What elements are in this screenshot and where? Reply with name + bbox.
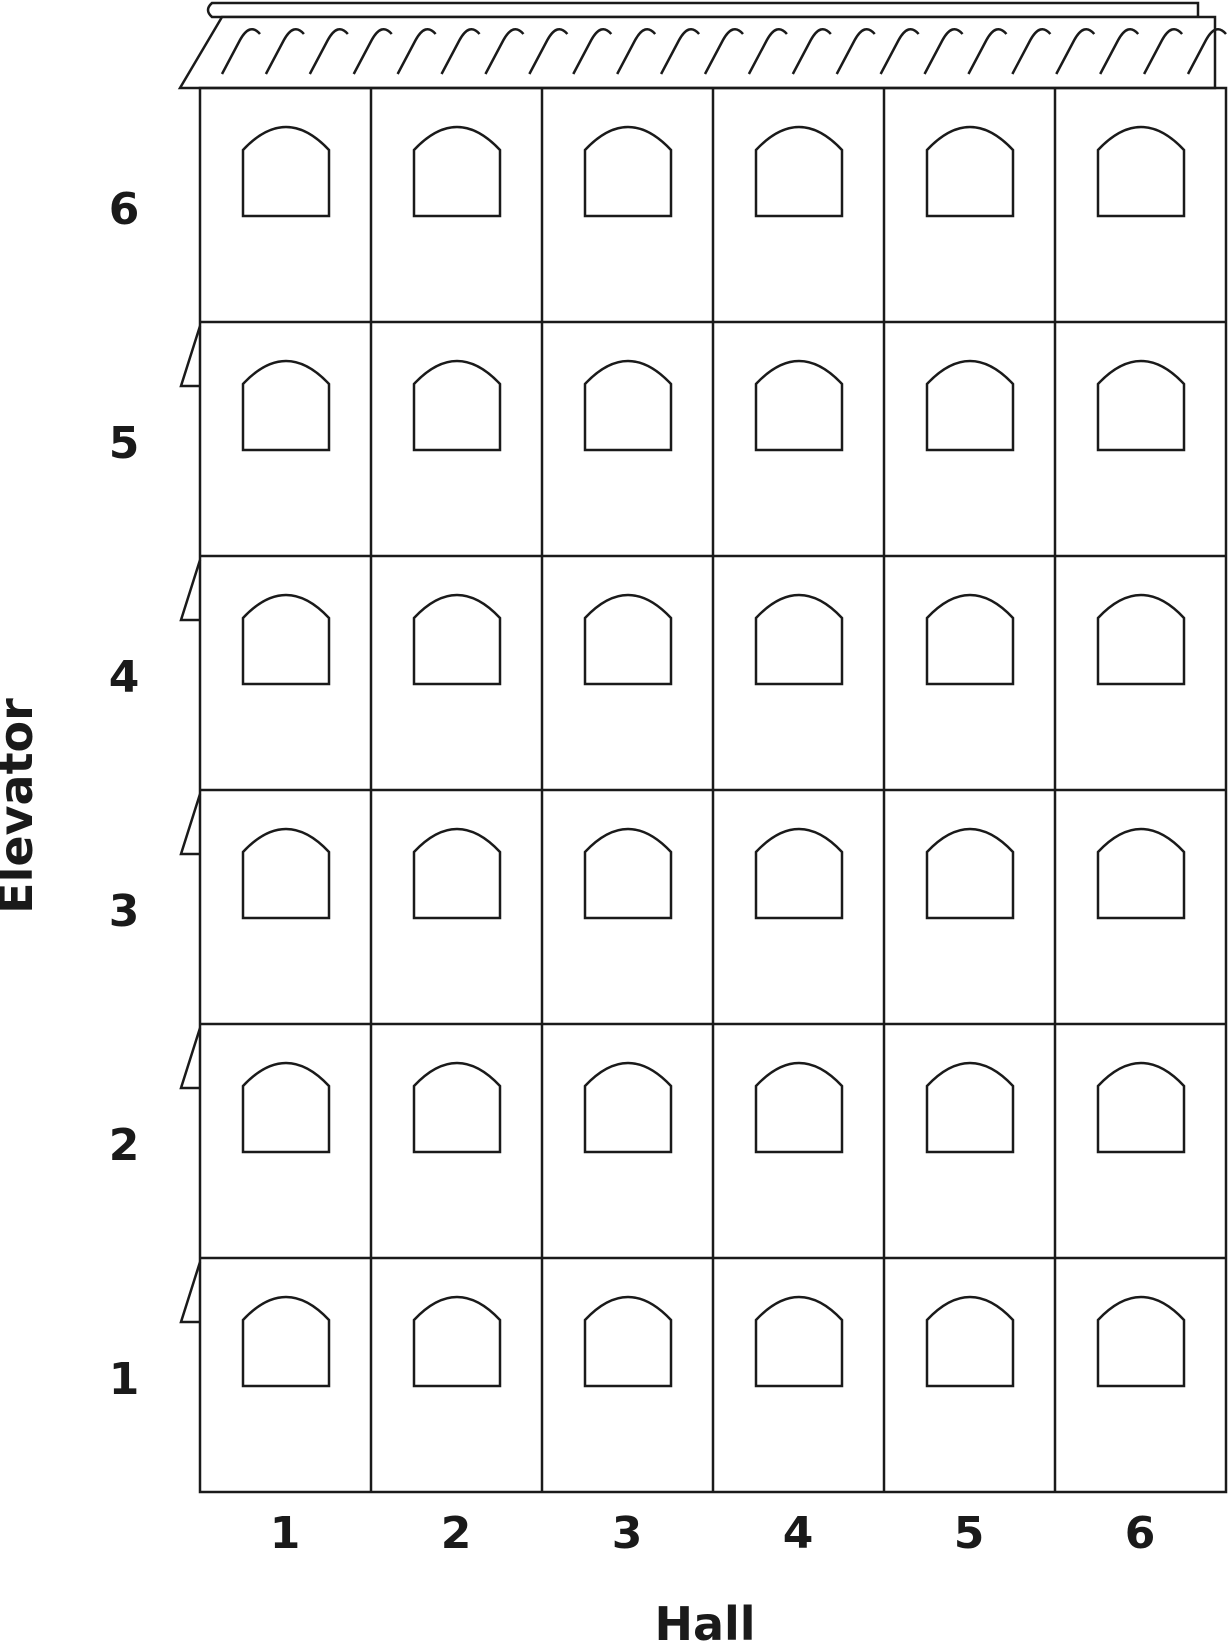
arched-door-icon: [1098, 127, 1184, 216]
floor-label-1: 1: [109, 1354, 140, 1405]
side-balconies: [181, 326, 200, 1322]
hall-label-5: 5: [954, 1508, 985, 1559]
arched-door-icon: [414, 829, 500, 918]
floor-label-4: 4: [109, 652, 140, 703]
arched-door-icon: [927, 361, 1013, 450]
balcony-triangle: [181, 560, 200, 620]
hall-label-6: 6: [1125, 1508, 1156, 1559]
arched-door-icon: [1098, 1297, 1184, 1386]
arched-door-icon: [585, 1063, 671, 1152]
arched-door-icon: [927, 1063, 1013, 1152]
arched-door-icon: [756, 1297, 842, 1386]
floor-label-3: 3: [109, 886, 140, 937]
arched-door-icon: [756, 829, 842, 918]
hall-label-4: 4: [783, 1508, 814, 1559]
arched-door-icon: [1098, 595, 1184, 684]
cornice-body: [180, 17, 1215, 88]
balcony-triangle: [181, 326, 200, 386]
arched-door-icon: [927, 1297, 1013, 1386]
balcony-triangle: [181, 1262, 200, 1322]
arched-door-icon: [243, 1297, 329, 1386]
arched-door-icon: [585, 361, 671, 450]
arched-door-icon: [414, 1297, 500, 1386]
balcony-triangle: [181, 1028, 200, 1088]
arched-door-icon: [243, 829, 329, 918]
roof-cornice: [180, 3, 1226, 88]
arched-door-icon: [243, 361, 329, 450]
hall-labels: 1 2 3 4 5 6: [270, 1508, 1156, 1559]
arched-door-icon: [243, 595, 329, 684]
hall-label-1: 1: [270, 1508, 301, 1559]
x-axis-title: Hall: [654, 1597, 755, 1648]
arched-door-icon: [927, 829, 1013, 918]
arched-door-icon: [585, 127, 671, 216]
arched-door-icon: [585, 595, 671, 684]
arched-door-icon: [756, 361, 842, 450]
arched-door-icon: [756, 1063, 842, 1152]
arched-door-icon: [585, 829, 671, 918]
arched-door-icon: [414, 127, 500, 216]
arched-door-icon: [585, 1297, 671, 1386]
arched-door-icon: [756, 595, 842, 684]
arched-door-icon: [927, 127, 1013, 216]
arched-door-icon: [1098, 829, 1184, 918]
floor-label-6: 6: [109, 184, 140, 235]
balcony-triangle: [181, 794, 200, 854]
floor-label-5: 5: [109, 418, 140, 469]
arched-door-icon: [1098, 1063, 1184, 1152]
arched-door-icon: [414, 361, 500, 450]
arched-door-icon: [927, 595, 1013, 684]
arched-door-icon: [243, 1063, 329, 1152]
arched-door-icon: [414, 595, 500, 684]
y-axis-title: Elevator: [0, 698, 43, 914]
arched-door-icon: [243, 127, 329, 216]
hall-label-3: 3: [612, 1508, 643, 1559]
arched-door-icon: [1098, 361, 1184, 450]
floor-label-2: 2: [109, 1120, 140, 1171]
arched-door-icon: [414, 1063, 500, 1152]
floor-labels: 6 5 4 3 2 1: [109, 184, 140, 1405]
floor-hall-grid: [200, 88, 1226, 1492]
hall-label-2: 2: [441, 1508, 472, 1559]
cornice-top-rail: [208, 3, 1198, 17]
arched-door-icon: [756, 127, 842, 216]
